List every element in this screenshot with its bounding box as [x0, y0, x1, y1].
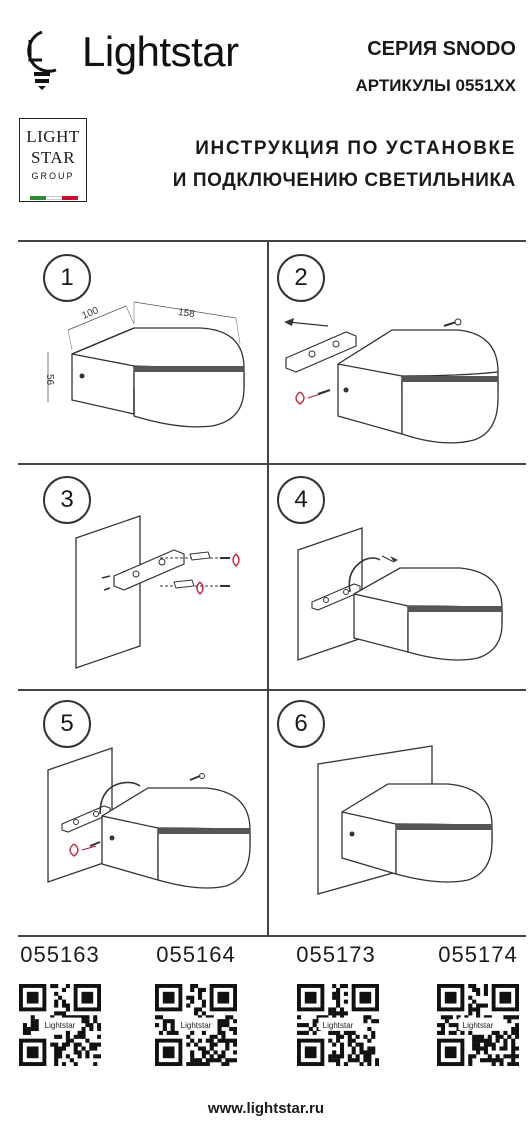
group-logo-line3: GROUP — [31, 171, 75, 181]
article-code-055173: 055173 — [296, 942, 376, 967]
qr-center-label: Lightstar — [463, 1021, 494, 1030]
lightstar-group-logo: LIGHT STAR GROUP — [19, 118, 87, 202]
step-2-number: 2 — [277, 254, 325, 302]
step-2-bracket-removal-drawing — [284, 318, 499, 444]
grid-line-top — [18, 240, 526, 242]
articles-title: АРТИКУЛЫ 0551ХХ — [355, 76, 516, 95]
brand-name: Lightstar — [82, 28, 239, 75]
grid-line-row2 — [18, 689, 526, 691]
lightstar-logo-icon — [27, 30, 57, 90]
step-3-number: 3 — [43, 476, 91, 524]
step-6-installed-drawing — [317, 745, 493, 895]
grid-line-row1 — [18, 463, 526, 465]
qr-code-icon[interactable]: Lightstar — [155, 984, 237, 1066]
qr-code-icon[interactable]: Lightstar — [297, 984, 379, 1066]
article-code-055164: 055164 — [156, 942, 236, 967]
step-6-number: 6 — [277, 700, 325, 748]
step-5-fixing-drawing — [47, 747, 251, 889]
step-3-wall-mount-drawing — [75, 515, 240, 669]
step-5-number: 5 — [43, 700, 91, 748]
step-4-wire-connection-drawing — [297, 527, 503, 661]
qr-code-icon[interactable]: Lightstar — [437, 984, 519, 1066]
instruction-title-line1: ИНСТРУКЦИЯ ПО УСТАНОВКЕ — [195, 138, 516, 159]
qr-code-icon[interactable]: Lightstar — [19, 984, 101, 1066]
article-code-055174: 055174 — [438, 942, 518, 967]
qr-center-label: Lightstar — [45, 1021, 76, 1030]
article-code-055163: 055163 — [20, 942, 100, 967]
step-1-dimensions-drawing — [47, 301, 245, 428]
step-1-number: 1 — [43, 254, 91, 302]
dim-height-label: 56 — [44, 373, 56, 386]
group-logo-line2: STAR — [30, 148, 76, 167]
italian-flag-stripe — [30, 196, 78, 200]
series-title: СЕРИЯ SNODO — [367, 38, 516, 60]
qr-center-label: Lightstar — [181, 1021, 212, 1030]
step-4-number: 4 — [277, 476, 325, 524]
grid-line-bottom — [18, 935, 526, 937]
dim-width-label: 158 — [177, 306, 196, 321]
qr-center-label: Lightstar — [323, 1021, 354, 1030]
group-logo-line1: LIGHT — [26, 127, 80, 146]
instruction-title-line2: И ПОДКЛЮЧЕНИЮ СВЕТИЛЬНИКА — [172, 170, 516, 191]
grid-line-vertical — [267, 240, 269, 936]
website-link[interactable]: www.lightstar.ru — [207, 1100, 325, 1117]
